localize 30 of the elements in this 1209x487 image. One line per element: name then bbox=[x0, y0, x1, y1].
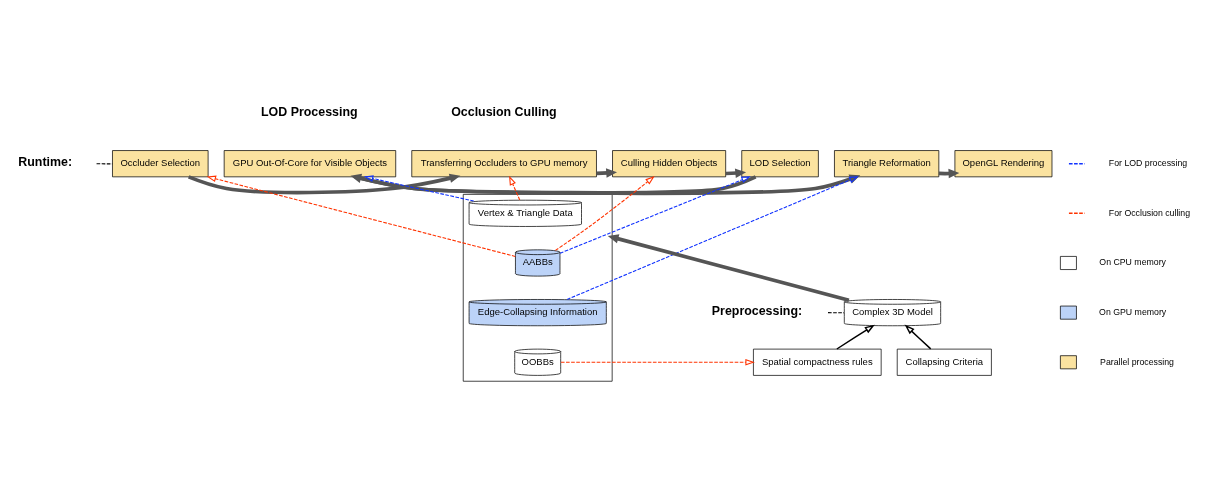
legend-label: For LOD processing bbox=[1108, 157, 1188, 168]
arrow bbox=[509, 175, 521, 200]
node-box: GPU Out-Of-Core for Visible Objects bbox=[223, 149, 397, 177]
arrow bbox=[836, 324, 875, 350]
label: Preprocessing: bbox=[711, 303, 803, 318]
arrow bbox=[560, 358, 755, 366]
legend-label: On GPU memory bbox=[1099, 306, 1167, 317]
arrow bbox=[607, 233, 850, 302]
arrow bbox=[363, 174, 475, 202]
node-box: Culling Hidden Objects bbox=[612, 149, 727, 177]
legend-label: On CPU memory bbox=[1099, 256, 1166, 267]
connector bbox=[827, 311, 845, 313]
node-box: Transferring Occluders to GPU memory bbox=[411, 149, 597, 177]
arrow bbox=[354, 174, 861, 195]
label: Runtime: bbox=[18, 154, 73, 169]
arrow bbox=[554, 175, 655, 251]
node-box: Collapsing Criteria bbox=[896, 348, 992, 376]
node-box: Triangle Reformation bbox=[834, 149, 940, 177]
arrow bbox=[566, 175, 859, 300]
node-box: LOD Selection bbox=[741, 149, 819, 177]
arrow bbox=[904, 324, 932, 350]
node-box: OpenGL Rendering bbox=[954, 149, 1053, 177]
node-box: Spatial compactness rules bbox=[753, 348, 882, 376]
legend-label: For Occlusion culling bbox=[1108, 207, 1191, 218]
node-box: Occluder Selection bbox=[112, 149, 209, 177]
cluster bbox=[462, 193, 613, 382]
label: LOD Processing bbox=[261, 104, 358, 119]
legend-label: Parallel processing bbox=[1100, 356, 1174, 367]
label: Occlusion Culling bbox=[451, 104, 557, 119]
arrow bbox=[559, 175, 751, 254]
